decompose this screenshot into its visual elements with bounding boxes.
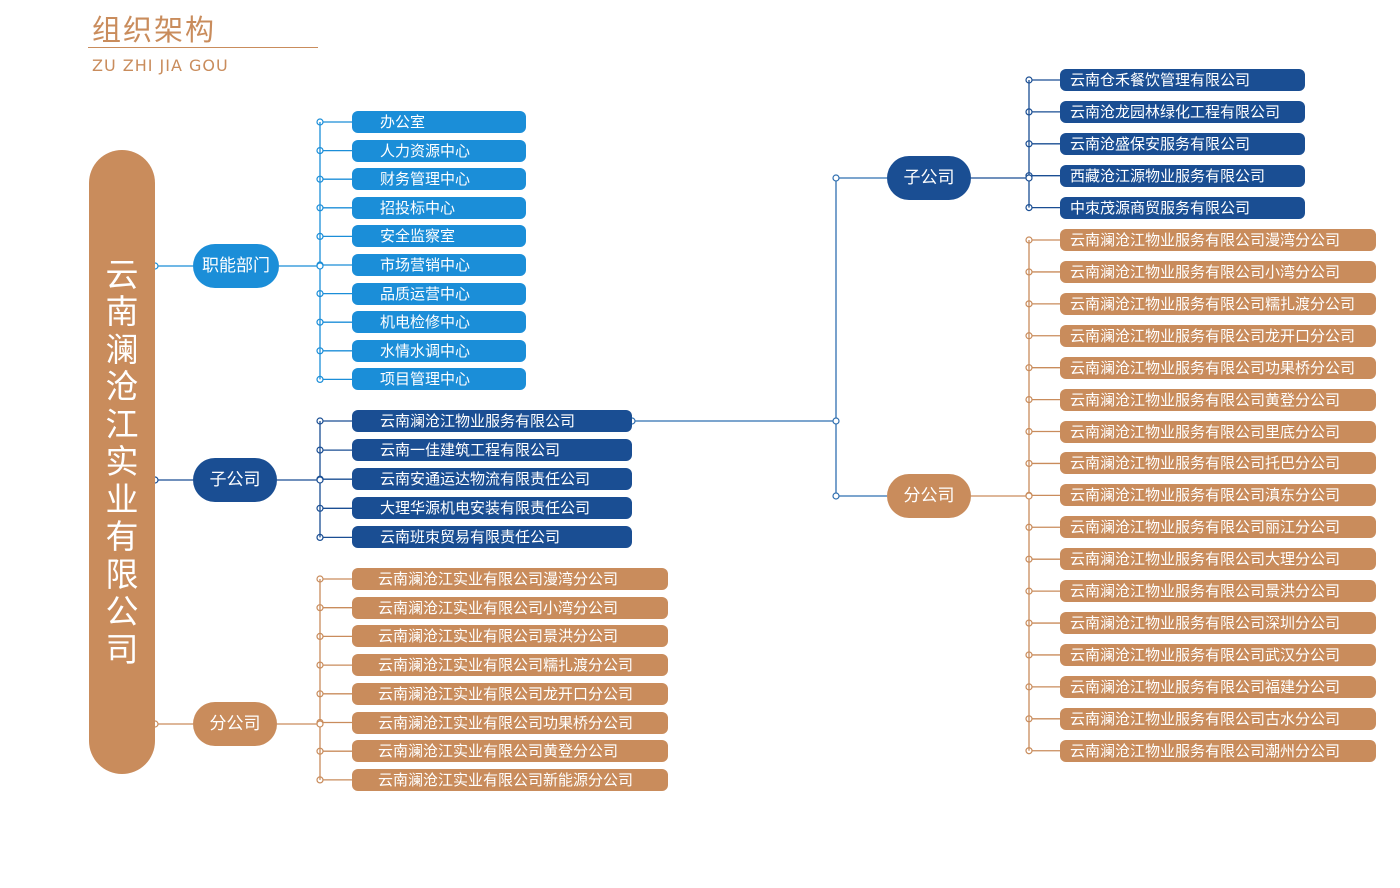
connector-dot bbox=[316, 720, 324, 728]
branches-item[interactable]: 云南澜沧江实业有限公司漫湾分公司 bbox=[352, 568, 668, 590]
connector-dot bbox=[316, 262, 324, 270]
departments-item[interactable]: 招投标中心 bbox=[352, 196, 526, 219]
branches-item[interactable]: 云南澜沧江实业有限公司黄登分公司 bbox=[352, 740, 668, 763]
property-branches-item[interactable]: 云南澜沧江物业服务有限公司漫湾分公司 bbox=[1060, 229, 1376, 251]
departments-item[interactable]: 项目管理中心 bbox=[352, 368, 526, 391]
property-branches-item[interactable]: 云南澜沧江物业服务有限公司丽江分公司 bbox=[1060, 516, 1376, 539]
subsidiaries-item[interactable]: 云南一佳建筑工程有限公司 bbox=[352, 439, 632, 462]
branches-item[interactable]: 云南澜沧江实业有限公司龙开口分公司 bbox=[352, 682, 668, 705]
property-branches-item[interactable]: 云南澜沧江物业服务有限公司福建分公司 bbox=[1060, 675, 1376, 698]
subsidiaries-item[interactable]: 云南安通运达物流有限责任公司 bbox=[352, 468, 632, 491]
root-company-node[interactable]: 云南澜沧江实业有限公司 bbox=[89, 150, 155, 774]
subsidiaries-item[interactable]: 云南班朿贸易有限责任公司 bbox=[352, 526, 632, 549]
property-branches-item[interactable]: 云南澜沧江物业服务有限公司古水分公司 bbox=[1060, 707, 1376, 730]
connector-dot bbox=[832, 417, 840, 425]
connector-dot bbox=[832, 174, 840, 182]
title-underline bbox=[88, 47, 318, 48]
departments-hub[interactable]: 职能部门 bbox=[193, 244, 279, 288]
subsidiaries-hub[interactable]: 子公司 bbox=[193, 458, 277, 502]
property-branches-item[interactable]: 云南澜沧江物业服务有限公司潮州分公司 bbox=[1060, 739, 1376, 762]
property-subsidiaries-item[interactable]: 西藏沧江源物业服务有限公司 bbox=[1060, 164, 1305, 187]
property-branches-item[interactable]: 云南澜沧江物业服务有限公司龙开口分公司 bbox=[1060, 324, 1376, 347]
property-branches-item[interactable]: 云南澜沧江物业服务有限公司托巴分公司 bbox=[1060, 452, 1376, 475]
connector-dot bbox=[832, 492, 840, 500]
connector-dot bbox=[1025, 492, 1033, 500]
property-subsidiaries-item[interactable]: 中朿茂源商贸服务有限公司 bbox=[1060, 196, 1305, 219]
connector-dot bbox=[1025, 174, 1033, 182]
branches-hub[interactable]: 分公司 bbox=[193, 702, 277, 746]
departments-item[interactable]: 品质运营中心 bbox=[352, 282, 526, 305]
branches-item[interactable]: 云南澜沧江实业有限公司功果桥分公司 bbox=[352, 711, 668, 734]
property-branches-item[interactable]: 云南澜沧江物业服务有限公司深圳分公司 bbox=[1060, 612, 1376, 635]
page-subtitle: ZU ZHI JIA GOU bbox=[92, 56, 229, 75]
property-branches-item[interactable]: 云南澜沧江物业服务有限公司小湾分公司 bbox=[1060, 260, 1376, 283]
property-branches-item[interactable]: 云南澜沧江物业服务有限公司大理分公司 bbox=[1060, 548, 1376, 571]
departments-item[interactable]: 水情水调中心 bbox=[352, 339, 526, 362]
connector-dot bbox=[316, 476, 324, 484]
departments-item[interactable]: 人力资源中心 bbox=[352, 139, 526, 162]
subsidiaries-item[interactable]: 大理华源机电安装有限责任公司 bbox=[352, 497, 632, 520]
property-branches-item[interactable]: 云南澜沧江物业服务有限公司滇东分公司 bbox=[1060, 484, 1376, 507]
root-company-label: 云南澜沧江实业有限公司 bbox=[105, 254, 139, 669]
branches-item[interactable]: 云南澜沧江实业有限公司糯扎渡分公司 bbox=[352, 654, 668, 677]
property-branches-item[interactable]: 云南澜沧江物业服务有限公司武汉分公司 bbox=[1060, 643, 1376, 666]
property-branches-hub[interactable]: 分公司 bbox=[887, 474, 971, 518]
property-subsidiaries-hub[interactable]: 子公司 bbox=[887, 156, 971, 200]
property-subsidiaries-item[interactable]: 云南沧龙园林绿化工程有限公司 bbox=[1060, 100, 1305, 123]
branches-item[interactable]: 云南澜沧江实业有限公司新能源分公司 bbox=[352, 768, 668, 791]
departments-item[interactable]: 机电检修中心 bbox=[352, 311, 526, 334]
departments-item[interactable]: 办公室 bbox=[352, 111, 526, 133]
property-branches-item[interactable]: 云南澜沧江物业服务有限公司糯扎渡分公司 bbox=[1060, 292, 1376, 315]
property-subsidiaries-item[interactable]: 云南沧盛保安服务有限公司 bbox=[1060, 132, 1305, 155]
property-branches-item[interactable]: 云南澜沧江物业服务有限公司里底分公司 bbox=[1060, 420, 1376, 443]
page-title: 组织架构 bbox=[92, 13, 217, 47]
departments-item[interactable]: 财务管理中心 bbox=[352, 168, 526, 191]
property-branches-item[interactable]: 云南澜沧江物业服务有限公司景洪分公司 bbox=[1060, 580, 1376, 603]
property-branches-item[interactable]: 云南澜沧江物业服务有限公司黄登分公司 bbox=[1060, 388, 1376, 411]
property-subsidiaries-item[interactable]: 云南仓禾餐饮管理有限公司 bbox=[1060, 69, 1305, 91]
property-branches-item[interactable]: 云南澜沧江物业服务有限公司功果桥分公司 bbox=[1060, 356, 1376, 379]
subsidiaries-item[interactable]: 云南澜沧江物业服务有限公司 bbox=[352, 410, 632, 432]
branches-item[interactable]: 云南澜沧江实业有限公司景洪分公司 bbox=[352, 625, 668, 648]
branches-item[interactable]: 云南澜沧江实业有限公司小湾分公司 bbox=[352, 596, 668, 619]
departments-item[interactable]: 安全监察室 bbox=[352, 225, 526, 248]
departments-item[interactable]: 市场营销中心 bbox=[352, 254, 526, 276]
